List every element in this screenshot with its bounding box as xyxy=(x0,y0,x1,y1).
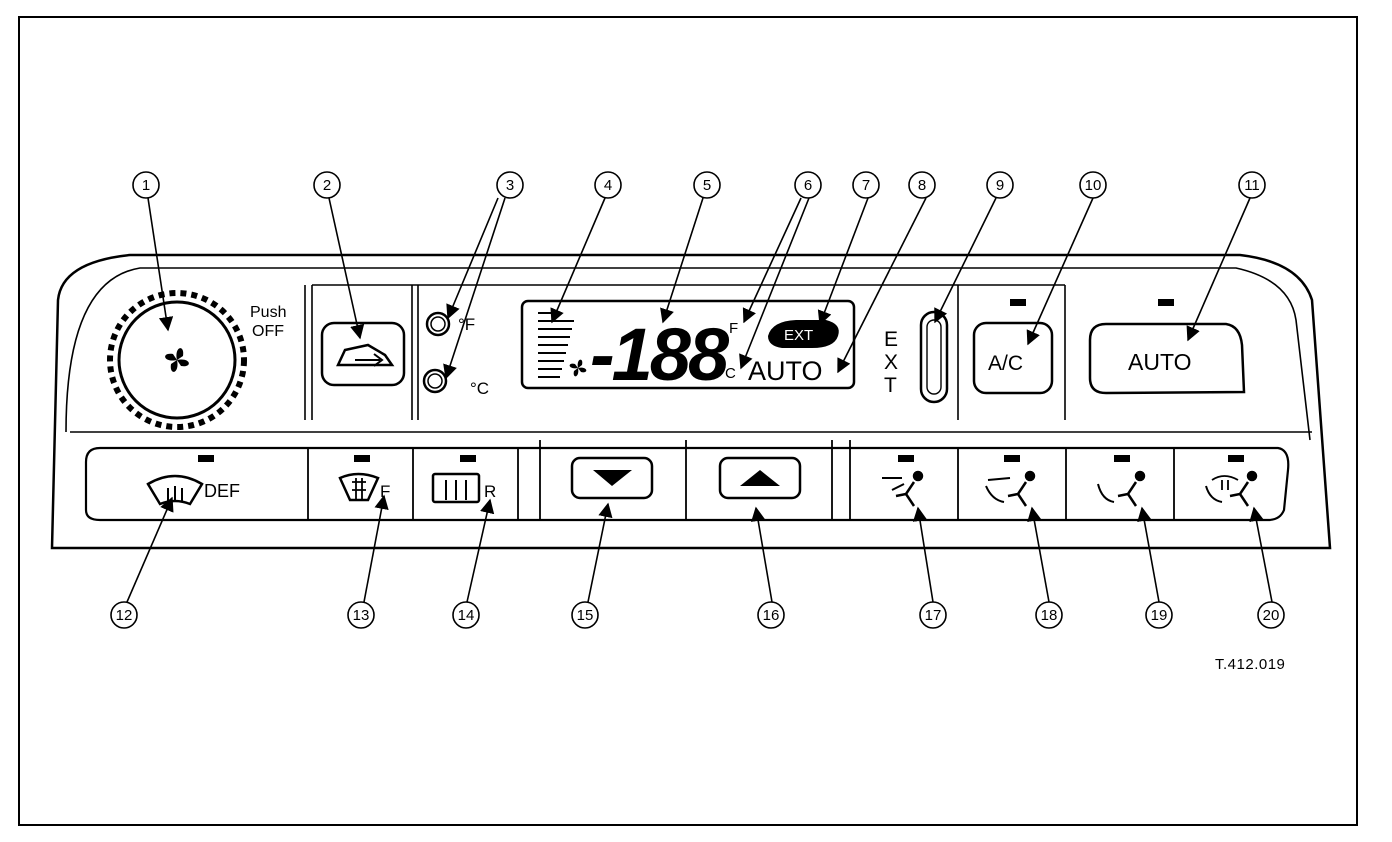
unit-c-indicator xyxy=(422,368,448,394)
lower-row-outline xyxy=(84,446,1290,522)
max-defrost-button[interactable]: DEF xyxy=(146,474,240,506)
knob-label-push: Push xyxy=(250,304,286,321)
callout-5: 5 xyxy=(703,177,711,194)
floor-defrost-icon xyxy=(1205,470,1258,507)
callout-19: 19 xyxy=(1151,607,1168,624)
front-windshield-icon xyxy=(338,472,380,502)
callout-leaders xyxy=(126,197,1273,603)
callout-6: 6 xyxy=(804,177,812,194)
callout-18: 18 xyxy=(1041,607,1058,624)
callout-14: 14 xyxy=(458,607,475,624)
floor-defrost-mode-button[interactable] xyxy=(1205,470,1258,507)
unit-c-symbol: °C xyxy=(470,379,489,398)
face-vent-mode-button[interactable] xyxy=(882,470,924,507)
ext-letter-x: X xyxy=(884,351,898,374)
ext-letter-t: T xyxy=(884,374,897,397)
def-label: DEF xyxy=(204,481,240,501)
lower-row-dividers xyxy=(307,440,1175,520)
bilevel-vent-led xyxy=(1004,455,1020,462)
recirculation-button[interactable] xyxy=(320,321,406,387)
rear-window-icon xyxy=(431,472,481,504)
callout-20: 20 xyxy=(1263,607,1280,624)
def-indicator-led xyxy=(198,455,214,462)
upper-row-dividers xyxy=(304,284,1066,420)
callout-9: 9 xyxy=(996,177,1004,194)
callout-12: 12 xyxy=(116,607,133,624)
temperature-up-button[interactable] xyxy=(718,456,802,500)
callout-11: 11 xyxy=(1244,177,1260,194)
callout-17: 17 xyxy=(925,607,942,624)
callout-1: 1 xyxy=(142,177,150,194)
callout-16: 16 xyxy=(763,607,780,624)
up-arrow-icon xyxy=(740,470,780,486)
display-fan-icon xyxy=(569,359,587,377)
callout-13: 13 xyxy=(353,607,370,624)
auto-button[interactable]: AUTO xyxy=(1088,322,1246,395)
figure-reference-code: T.412.019 xyxy=(1215,656,1286,673)
knob-label-off: OFF xyxy=(252,323,284,340)
display-unit-f: F xyxy=(729,320,738,337)
callout-8: 8 xyxy=(918,177,926,194)
callout-2: 2 xyxy=(323,177,331,194)
auto-indicator-led xyxy=(1158,299,1174,306)
rear-defrost-button[interactable]: R xyxy=(431,472,496,504)
rear-defrost-led xyxy=(460,455,476,462)
floor-vent-mode-button[interactable] xyxy=(1097,470,1146,507)
ext-badge: EXT xyxy=(768,320,839,348)
face-vent-led xyxy=(898,455,914,462)
floor-vent-led xyxy=(1114,455,1130,462)
fan-icon xyxy=(165,348,189,372)
callout-10: 10 xyxy=(1085,177,1102,194)
front-defrost-letter: F xyxy=(380,482,390,501)
bilevel-vent-icon xyxy=(985,470,1036,507)
windshield-defrost-icon xyxy=(146,474,204,506)
callout-numbers: 1 2 3 4 5 6 7 8 9 10 11 12 13 14 15 16 1… xyxy=(116,177,1280,624)
floor-vent-icon xyxy=(1097,470,1146,507)
car-recirc-icon xyxy=(336,343,395,367)
display-unit-c: C xyxy=(725,365,736,382)
bilevel-vent-mode-button[interactable] xyxy=(985,470,1036,507)
ext-label: E X T xyxy=(884,328,898,397)
callout-4: 4 xyxy=(604,177,612,194)
fan-speed-knob[interactable] xyxy=(107,290,247,430)
display-temperature-digits: -188 xyxy=(590,313,730,396)
figure-frame xyxy=(18,16,1358,826)
ac-indicator-led xyxy=(1010,299,1026,306)
face-vent-icon xyxy=(882,470,924,507)
auto-button-label: AUTO xyxy=(1128,349,1191,375)
ext-letter-e: E xyxy=(884,328,898,351)
ac-button[interactable]: A/C xyxy=(972,321,1054,395)
front-defrost-led xyxy=(354,455,370,462)
temperature-down-button[interactable] xyxy=(570,456,654,500)
rear-defrost-letter: R xyxy=(484,482,496,501)
floor-defrost-led xyxy=(1228,455,1244,462)
ac-button-label: A/C xyxy=(988,352,1023,375)
panel-outline xyxy=(50,253,1332,550)
intake-selector-lever[interactable] xyxy=(919,310,949,404)
unit-f-indicator xyxy=(425,311,451,337)
callout-circles xyxy=(110,171,1285,629)
display-auto-text: AUTO xyxy=(748,356,823,386)
callout-15: 15 xyxy=(577,607,594,624)
down-arrow-icon xyxy=(593,470,632,486)
fan-bar-graph xyxy=(538,312,574,378)
lcd-display: -188 F C EXT AUTO xyxy=(520,299,856,396)
callout-7: 7 xyxy=(862,177,870,194)
callout-3: 3 xyxy=(506,177,514,194)
ext-badge-text: EXT xyxy=(784,327,813,344)
front-defrost-button[interactable]: F xyxy=(338,472,390,502)
